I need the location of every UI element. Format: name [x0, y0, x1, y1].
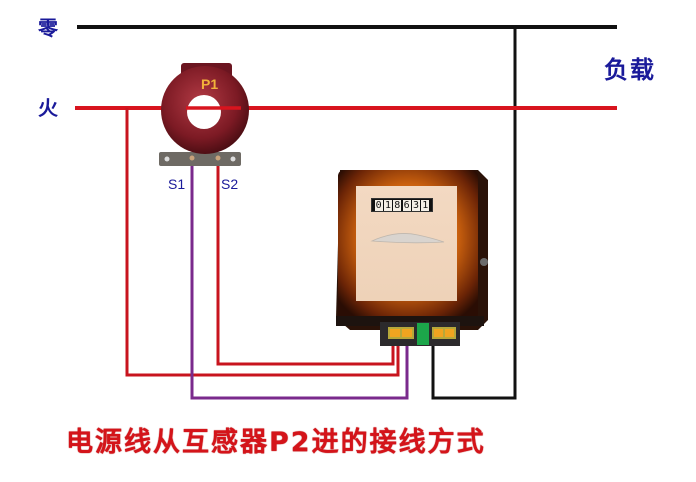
meter-digit: 0: [374, 199, 383, 211]
ct-s1-label: S1: [168, 176, 186, 192]
s2-wire: [216, 160, 395, 366]
s1-wire: [190, 160, 409, 400]
diagram-caption: 电源线从互感器P2进的接线方式: [66, 427, 486, 458]
meter-reading-display: 0 1 8 6 3 1: [371, 198, 433, 212]
energy-meter: [336, 170, 488, 346]
live-label: 火: [38, 96, 58, 120]
load-label: 负载: [604, 55, 656, 84]
meter-digit: 1: [383, 199, 392, 211]
meter-digit: 6: [402, 199, 411, 211]
meter-digit: 8: [393, 199, 402, 211]
ct-s2-label: S2: [221, 176, 239, 192]
meter-digit: 1: [421, 199, 430, 211]
ct-p1-label: P1: [201, 76, 219, 92]
current-transformer: [159, 63, 249, 166]
neutral-drop-wire: [431, 27, 517, 400]
voltage-tap-wire: [125, 108, 400, 377]
neutral-label: 零: [38, 16, 58, 40]
meter-digit: 3: [411, 199, 420, 211]
